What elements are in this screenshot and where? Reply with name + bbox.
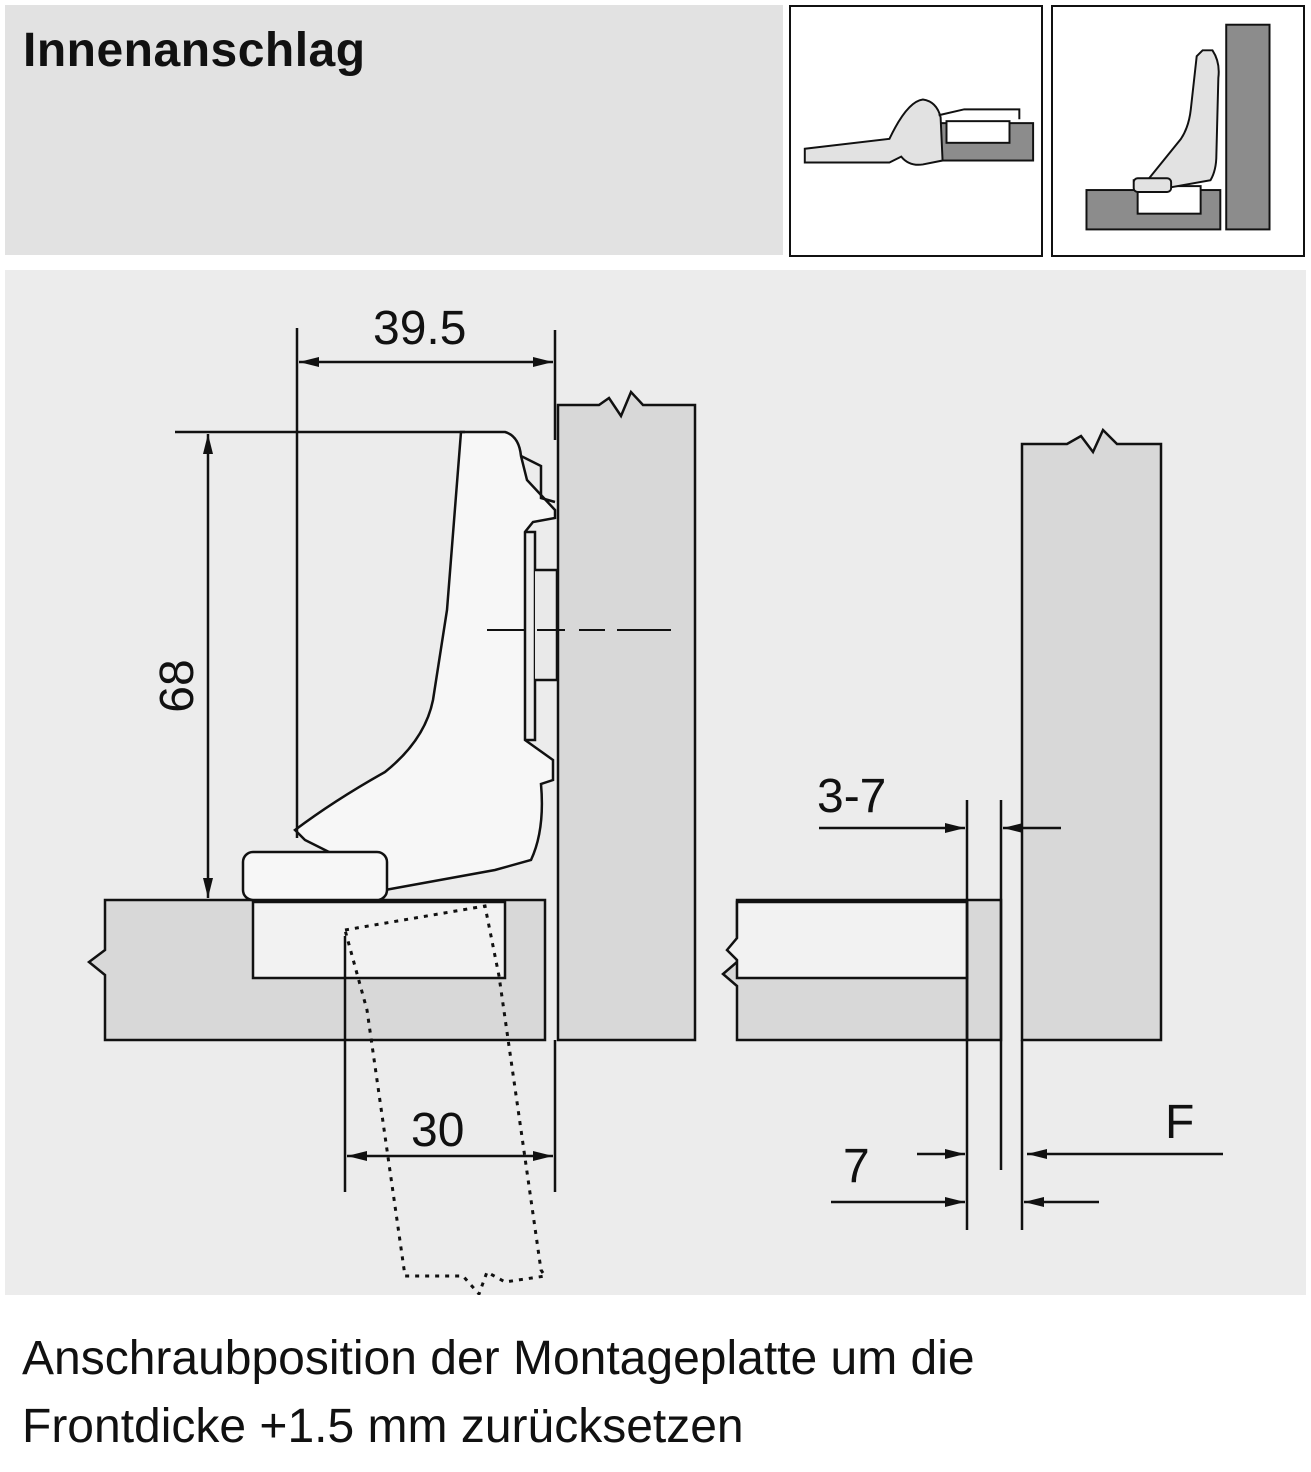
door-edge-strip [965,898,1003,1042]
mounting-plate [241,850,389,902]
dim-7-label: 7 [843,1140,870,1193]
right-assembly [721,427,1163,1042]
left-dimensions [175,328,557,1192]
caption-line-2: Frontdicke +1.5 mm zurücksetzen [22,1400,744,1453]
drill-hole-outline [343,904,548,1295]
left-assembly [86,389,697,1295]
hinge-arm [293,430,557,892]
dim-3-7-label: 3-7 [817,770,886,823]
dim-30-label: 30 [411,1104,464,1157]
hinge-cup-recess [251,900,507,980]
page-title: Innenanschlag [23,24,366,77]
hinge-top-view-icon [789,5,1043,257]
right-dimensions [819,800,1223,1230]
dim-68-label: 68 [151,659,204,712]
hinge-side-view-icon [1051,5,1305,257]
header-band: Innenanschlag [5,5,783,255]
cabinet-side-panel [556,389,697,1042]
right-side-panel [1020,427,1163,1042]
technical-diagram: 39.5 68 30 3-7 [5,270,1306,1295]
dim-39-5-label: 39.5 [373,302,466,355]
dim-f-label: F [1165,1096,1194,1149]
caption: Anschraubposition der Montageplatte um d… [22,1325,1292,1461]
caption-line-1: Anschraubposition der Montageplatte um d… [22,1332,975,1385]
